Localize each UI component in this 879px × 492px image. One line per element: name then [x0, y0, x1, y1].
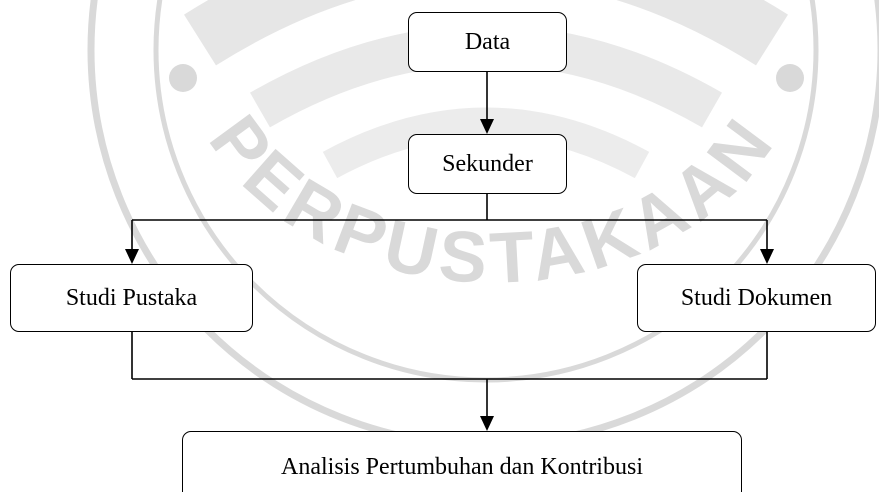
node-studi-dokumen-label: Studi Dokumen: [680, 284, 833, 311]
node-analisis: Analisis Pertumbuhan dan Kontribusi: [182, 431, 742, 492]
node-studi-pustaka: Studi Pustaka: [10, 264, 253, 332]
node-studi-dokumen: Studi Dokumen: [637, 264, 876, 332]
node-sekunder: Sekunder: [408, 134, 567, 194]
arrowhead-to-sekunder: [480, 119, 494, 134]
node-data-label: Data: [464, 28, 511, 55]
node-sekunder-label: Sekunder: [442, 150, 533, 177]
node-analisis-label: Analisis Pertumbuhan dan Kontribusi: [281, 454, 643, 480]
arrowhead-to-analisis: [480, 416, 494, 431]
arrowhead-to-studi-pustaka: [125, 249, 139, 264]
node-data: Data: [408, 12, 567, 72]
arrowhead-to-studi-dokumen: [760, 249, 774, 264]
node-studi-pustaka-label: Studi Pustaka: [65, 284, 198, 311]
